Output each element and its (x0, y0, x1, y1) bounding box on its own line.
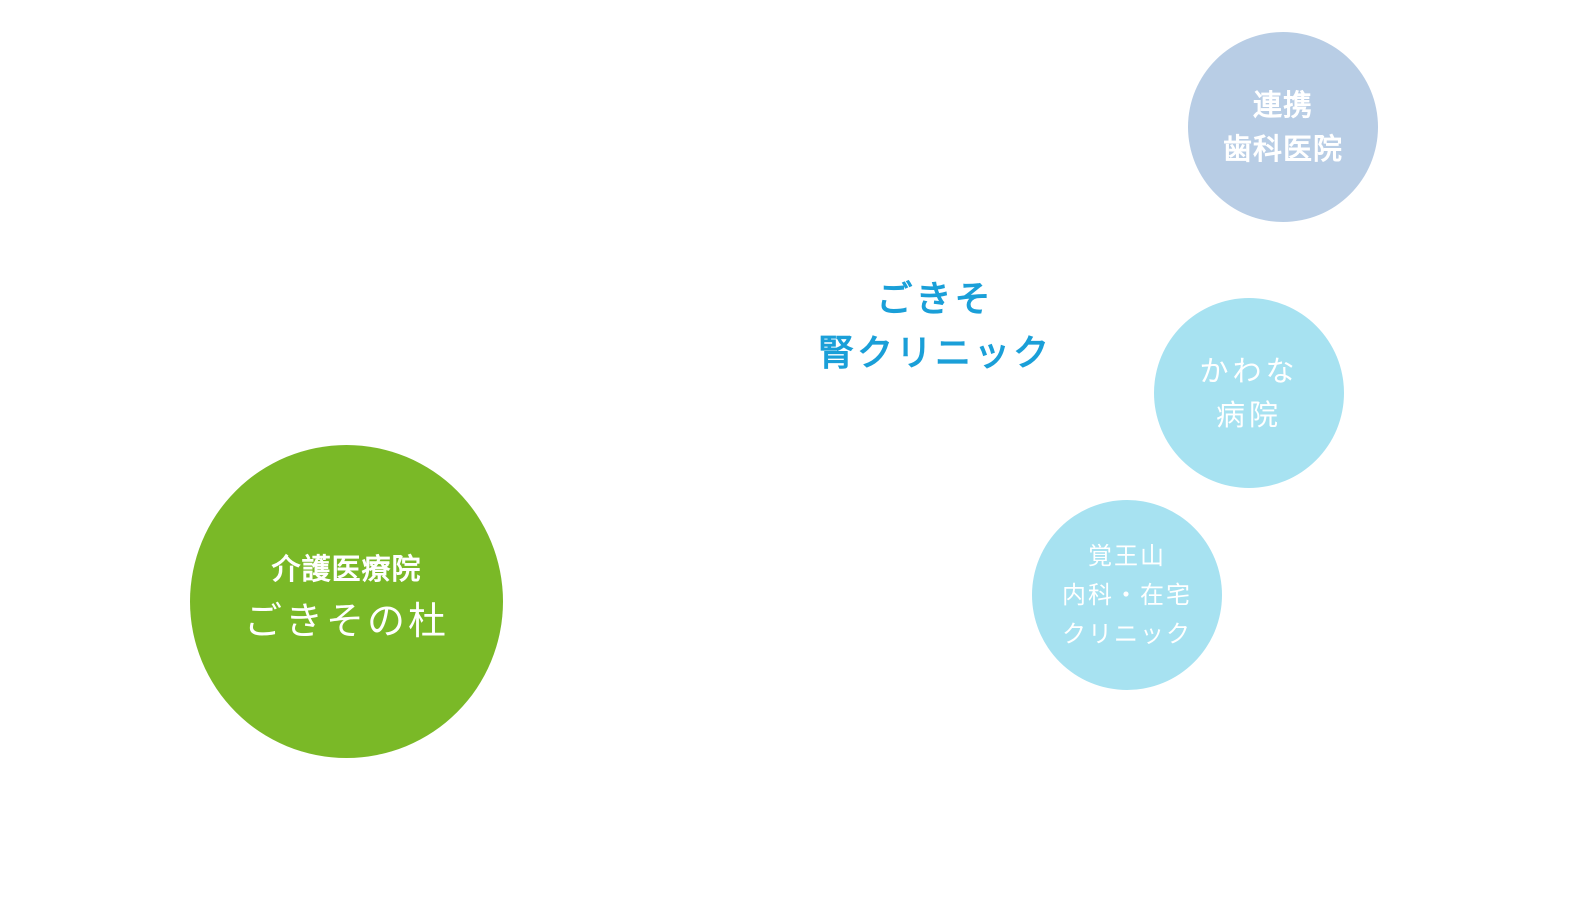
partner-dental-clinic-circle[interactable]: 連携 歯科医院 (1188, 32, 1378, 222)
kakuozan-label-line-3: クリニック (1062, 619, 1192, 648)
dental-label-line-1: 連携 (1252, 88, 1313, 122)
kakuozan-label-line-2: 内科・在宅 (1062, 580, 1192, 609)
kawana-hospital-circle[interactable]: かわな 病院 (1154, 298, 1344, 488)
center-clinic-title: ごきそ 腎クリニック (800, 272, 1070, 380)
main-facility-category: 介護医療院 (271, 551, 422, 586)
kakuozan-label-line-1: 覚王山 (1088, 541, 1166, 570)
kawana-label-line-2: 病院 (1215, 398, 1282, 432)
main-facility-name: ごきその杜 (243, 598, 449, 643)
kawana-label-line-1: かわな (1199, 354, 1299, 388)
gokiso-no-mori-circle[interactable]: 介護医療院 ごきその杜 (190, 445, 503, 758)
center-title-line-2: 腎クリニック (817, 332, 1052, 374)
dental-label-line-2: 歯科医院 (1222, 132, 1343, 166)
center-title-line-1: ごきそ (876, 278, 994, 320)
kakuozan-clinic-circle[interactable]: 覚王山 内科・在宅 クリニック (1032, 500, 1222, 690)
